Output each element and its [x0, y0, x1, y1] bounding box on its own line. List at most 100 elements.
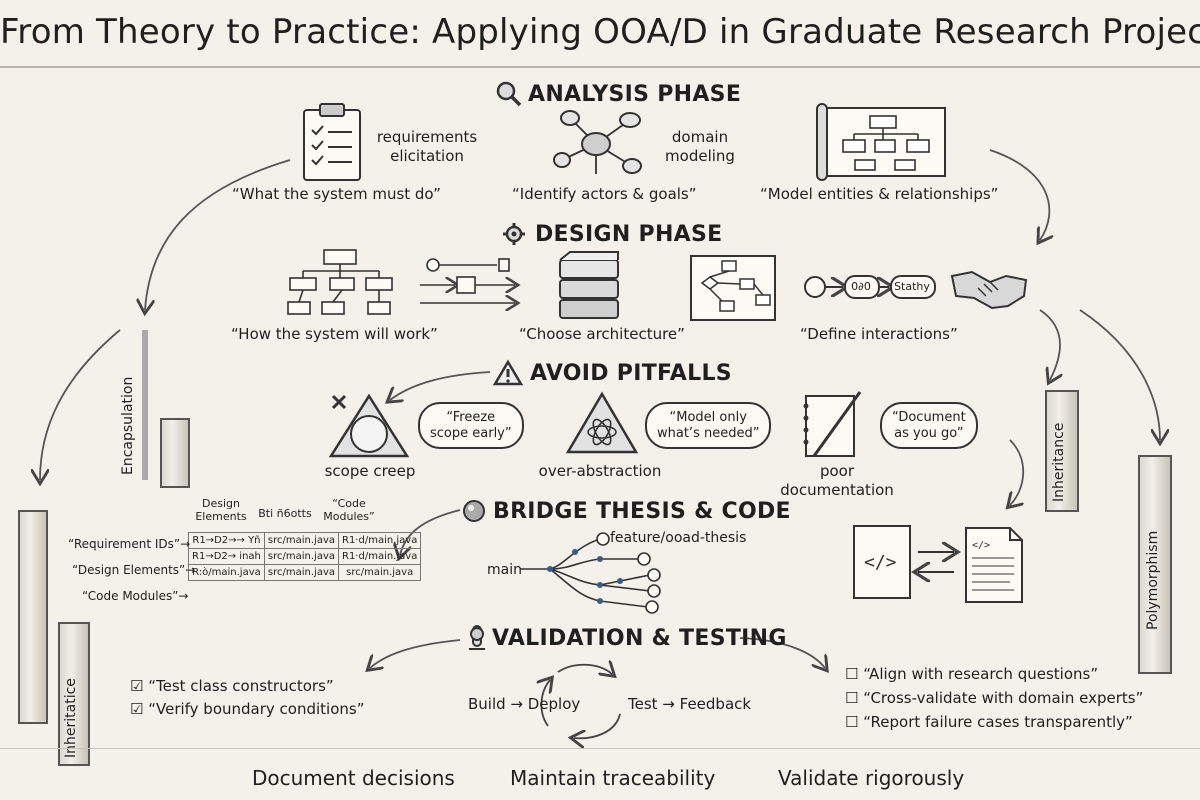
table-header-1: Design Elements — [195, 497, 247, 523]
table-cell: src/main.java — [337, 564, 422, 581]
blueprint-scroll-icon — [815, 103, 950, 184]
branch-main-label: main — [487, 562, 522, 578]
design-heading: DESIGN PHASE — [535, 222, 723, 247]
table-cell: R1·d/main.java — [337, 548, 422, 565]
branch-feature-label: feature/ooad-thesis — [610, 530, 747, 546]
report-failures-check: ☐ “Report failure cases transparently” — [845, 713, 1133, 731]
table-cell: src/main.java — [263, 564, 340, 581]
interaction-flow-icon — [803, 272, 943, 306]
encapsulation-pillar — [160, 418, 190, 488]
arrow-pitfalls-left — [390, 371, 491, 400]
table-header-3: “Code Modules” — [323, 497, 375, 523]
footer-divider — [0, 748, 1200, 749]
arrow-encapsulation-to-inheritance — [40, 329, 121, 480]
table-cell: src/main.java — [263, 548, 340, 565]
arrow-validation-right — [739, 637, 825, 668]
table-cell: R1·d/main.java — [337, 532, 422, 549]
requirements-label: requirements elicitation — [376, 128, 478, 165]
arrow-pitfalls-right — [1010, 439, 1025, 505]
table-cell: R1→D2→ inah — [188, 548, 265, 565]
cross-validate-check: ☐ “Cross-validate with domain experts” — [845, 689, 1144, 707]
check-text: “Cross-validate with domain experts” — [863, 689, 1144, 707]
state-diagram-icon — [690, 255, 776, 325]
inheritance-right-pillar — [1045, 390, 1079, 512]
encapsulation-pole — [142, 330, 148, 480]
notebook-icon — [800, 390, 864, 464]
pitfall-bubble-2: “Model only what’s needed” — [645, 402, 772, 450]
pillar-encapsulation: Encapsulation — [120, 376, 136, 475]
table-header-2: B⁠ti ñ6otts — [258, 507, 312, 520]
magnifier-icon — [496, 81, 522, 111]
arrow-analysis-to-design — [989, 149, 1049, 240]
pitfall-over-abstraction: over-abstraction — [538, 462, 662, 480]
layered-architecture-icon — [556, 250, 622, 328]
cycle-test-feedback: Test → Feedback — [628, 695, 752, 713]
handshake-icon — [950, 266, 1028, 316]
git-branch-graph-icon — [520, 525, 670, 619]
interaction-node-1: 0∂0 — [851, 280, 871, 293]
arrow-design-to-inheritance — [1039, 309, 1060, 380]
pitfall-poor-documentation: poor documentation — [780, 462, 894, 499]
table-row: R1→D2→→ Yñ src/main.java R1·d/main.java — [188, 532, 422, 549]
check-text: “Align with research questions” — [863, 665, 1099, 683]
interaction-node-2: Stathy — [894, 280, 930, 293]
pitfalls-heading: AVOID PITFALLS — [530, 361, 732, 386]
row-label-design: “Design Elements”→ — [72, 563, 196, 577]
pitfall-scope-creep: scope creep — [324, 462, 416, 480]
sequence-flow-icon — [415, 255, 530, 314]
table-cell: R1→D2→→ Yñ — [188, 532, 265, 549]
pitfall-bubble-3: “Document as you go” — [880, 402, 978, 450]
analysis-heading: ANALYSIS PHASE — [528, 82, 742, 107]
scope-creep-icon — [325, 392, 410, 464]
bridge-circle-icon — [462, 499, 486, 527]
code-sync-icon: </> </> — [850, 520, 1030, 614]
over-abstraction-icon — [565, 391, 639, 458]
analysis-quote-3: “Model entities & relationships” — [760, 185, 999, 203]
pillar-polymorphism: Polymorphism — [1145, 530, 1161, 630]
bridge-heading: BRIDGE THESIS & CODE — [493, 499, 791, 524]
class-hierarchy-icon — [286, 248, 396, 322]
footer-document-decisions: Document decisions — [252, 766, 455, 790]
table-row: R1→D2→ inah src/main.java R1·d/main.java — [188, 548, 422, 565]
arrow-to-polymorphism — [1079, 309, 1160, 440]
validation-heading: VALIDATION & TESTING — [492, 626, 787, 651]
boundary-conditions-check: ☑ “Verify boundary conditions” — [130, 700, 365, 718]
arrow-analysis-to-encapsulation — [145, 159, 291, 310]
title-divider — [0, 66, 1200, 68]
inheritance-left-pillar — [58, 622, 90, 766]
cycle-arrows-icon — [528, 656, 638, 750]
table-cell: R:ò/main.java — [188, 564, 265, 581]
align-research-check: ☐ “Align with research questions” — [845, 665, 1099, 683]
test-constructors-check: ☑ “Test class constructors” — [130, 677, 334, 695]
footer-maintain-traceability: Maintain traceability — [510, 766, 716, 790]
pillar-inheritance-right: Inheritance — [1051, 422, 1067, 502]
row-label-requirements: “Requirement IDs”→ — [68, 537, 191, 551]
warning-icon — [492, 359, 524, 390]
design-quote-3: “Define interactions” — [800, 325, 958, 343]
design-quote-1: “How the system will work” — [231, 325, 438, 343]
check-text: “Report failure cases transparently” — [863, 713, 1133, 731]
check-text: “Test class constructors” — [148, 677, 334, 695]
row-label-code: “Code Modules”→ — [82, 589, 189, 603]
domain-model-network-icon — [550, 108, 646, 184]
arrow-validation-left — [370, 639, 461, 668]
pitfall-bubble-1: “Freeze scope early” — [418, 402, 524, 450]
left-tall-pillar — [18, 510, 48, 724]
test-tube-icon — [466, 624, 488, 656]
clipboard-checklist-icon — [300, 102, 366, 186]
traceability-table: R1→D2→→ Yñ src/main.java R1·d/main.java … — [188, 532, 422, 581]
analysis-quote-2: “Identify actors & goals” — [512, 185, 697, 203]
cycle-build-deploy: Build → Deploy — [468, 695, 581, 713]
table-row: R:ò/main.java src/main.java src/main.jav… — [188, 564, 422, 581]
page-title: From Theory to Practice: Applying OOA/D … — [0, 12, 1200, 52]
analysis-quote-1: “What the system must do” — [232, 185, 441, 203]
table-cell: src/main.java — [263, 532, 340, 549]
polymorphism-pillar — [1138, 455, 1172, 674]
svg-text:</>: </> — [972, 540, 990, 551]
pillar-inheritance-left: Inheritatice — [63, 678, 79, 758]
check-text: “Verify boundary conditions” — [148, 700, 365, 718]
domain-modeling-label: domain modeling — [665, 128, 735, 165]
footer-validate-rigorously: Validate rigorously — [778, 766, 965, 790]
gear-icon — [502, 222, 526, 250]
design-quote-2: “Choose architecture” — [519, 325, 685, 343]
